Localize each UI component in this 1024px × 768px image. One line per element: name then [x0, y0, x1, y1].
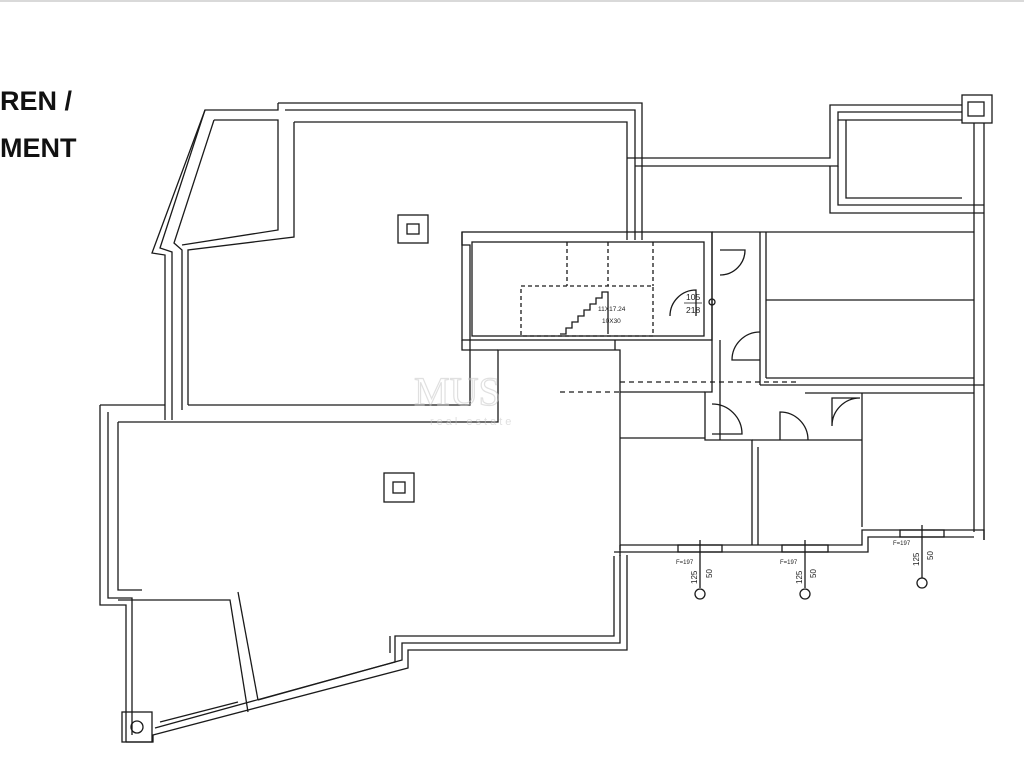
window-2-code: F=197: [780, 560, 798, 566]
window-2-sill: 50: [809, 569, 818, 578]
door-height-label: 218: [686, 305, 700, 315]
window-3-code: F=197: [893, 541, 911, 547]
vent-lower: [383, 472, 415, 503]
door-swings: [669, 249, 861, 441]
floor-title-line-1: REN /: [0, 86, 73, 116]
watermark: MUS real estate: [413, 368, 514, 428]
vent-upper: [397, 214, 429, 244]
window-3-width: 125: [912, 552, 921, 566]
window-1-width: 125: [690, 570, 699, 584]
stair-block: [461, 231, 713, 351]
window-2-width: 125: [795, 570, 804, 584]
window-1-sill: 50: [705, 569, 714, 578]
top-border: [0, 0, 1024, 2]
watermark-logo: MUS: [414, 369, 501, 414]
window-3-sill: 50: [926, 551, 935, 560]
right-wing-dashes: [560, 381, 800, 393]
lower-left-wall: [99, 349, 628, 743]
stair-run-dashes: [520, 242, 654, 337]
floor-title-line-2: MENT: [0, 133, 77, 163]
stair-steps-label: 10X30: [602, 318, 621, 325]
watermark-sub: real estate: [430, 416, 514, 428]
floor-title: REN / MENT: [0, 78, 77, 172]
stair-dims-label: 11X17.24: [598, 306, 626, 313]
upper-left-wall: [151, 102, 643, 420]
door-width-label: 105: [686, 292, 700, 302]
window-1-code: F=197: [676, 560, 694, 566]
right-wing-walls: [614, 94, 993, 556]
column-lower-left: [121, 711, 153, 743]
stair-steps: [560, 291, 609, 335]
window-markers: [694, 298, 928, 600]
